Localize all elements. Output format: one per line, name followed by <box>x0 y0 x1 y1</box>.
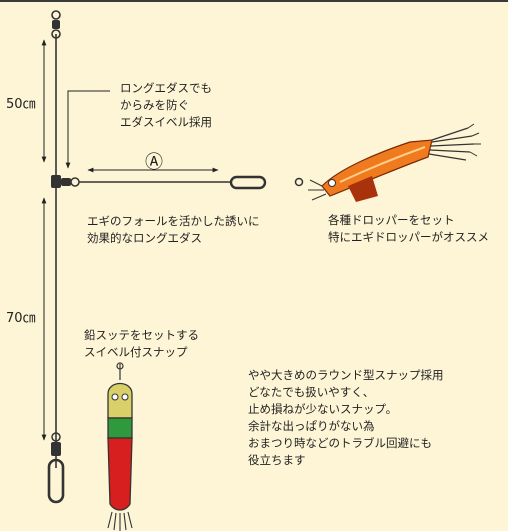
swivel-note: ロングエダスでもからみを防ぐエダスイベル採用 <box>120 81 212 129</box>
egi-dropper-icon <box>308 123 481 202</box>
lower-length-label: 70㎝ <box>6 311 36 326</box>
sinker-note: 鉛スッテをセットするスイベル付スナップ <box>84 328 199 359</box>
top-border <box>0 0 508 2</box>
upper-length-label: 50㎝ <box>6 97 36 112</box>
top-swivel-icon <box>51 10 61 39</box>
long-branch-note: エギのフォールを活かした誘いに効果的なロングエダス <box>87 214 260 245</box>
branch-swivel-icon <box>51 175 80 188</box>
swivel-leader-line <box>65 90 110 169</box>
lead-sutte-icon <box>107 362 133 531</box>
branch-marker: Ⓐ <box>145 152 163 173</box>
bottom-snap-icon <box>47 432 65 504</box>
dropper-note: 各種ドロッパーをセット特にエギドロッパーがオススメ <box>328 213 489 244</box>
branch-snap-icon <box>229 175 304 190</box>
snap-note: やや大きめのラウンド型スナップ採用どなたでも扱いやすく、止め損ねが少ないスナップ… <box>248 368 444 467</box>
